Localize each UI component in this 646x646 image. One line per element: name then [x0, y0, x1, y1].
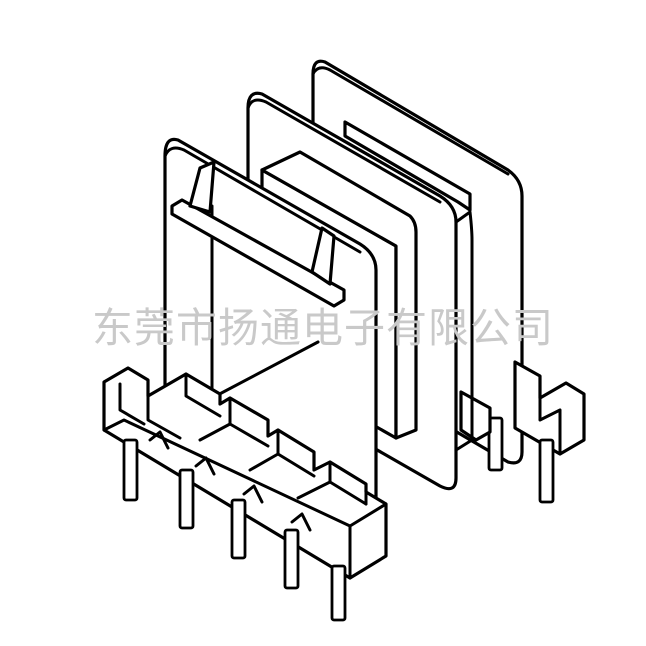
top-bridge — [170, 160, 346, 308]
pin-left-3 — [230, 498, 247, 560]
watermark-text: 东莞市扬通电子有限公司 — [92, 304, 554, 352]
pin-left-2 — [178, 468, 195, 530]
right-terminal-block — [459, 360, 586, 504]
pin-right-1 — [487, 416, 504, 472]
pin-left-4 — [283, 528, 300, 590]
pin-right-2 — [538, 438, 555, 504]
left-terminal-rail — [102, 366, 388, 580]
pin-left-5 — [330, 564, 347, 622]
left-pins — [122, 438, 347, 622]
pin-left-1 — [122, 438, 139, 502]
